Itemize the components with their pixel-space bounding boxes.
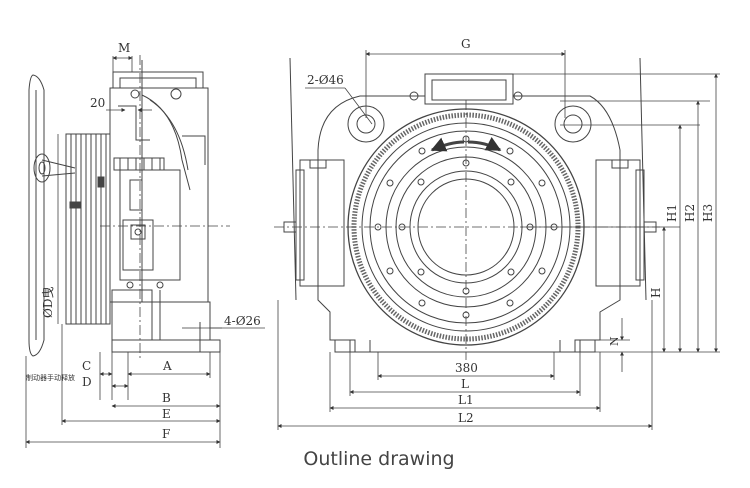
front-dimensions [277, 50, 720, 430]
side-labels: M 20 ØD曳 4-Ø26 C D A B E F 制动器手动释放 [26, 41, 261, 441]
label-holes-front: 2-Ø46 [307, 73, 344, 87]
label-A: A [162, 359, 172, 373]
right-brake [595, 57, 657, 301]
label-od: ØD曳 [41, 287, 55, 318]
front-labels: G 2-Ø46 380 L L1 L2 H H1 H2 H3 N [307, 37, 715, 425]
release-lever [28, 74, 76, 357]
label-B: B [162, 391, 171, 405]
label-L: L [461, 377, 469, 391]
label-E: E [162, 407, 171, 421]
label-M: M [118, 41, 130, 55]
side-dimensions [25, 56, 265, 448]
traction-sheave [65, 133, 111, 325]
motor-body [109, 60, 209, 303]
label-N: N [608, 336, 621, 346]
base-plate [111, 289, 221, 353]
label-H3: H3 [701, 204, 715, 222]
label-G: G [461, 37, 471, 51]
label-L2: L2 [458, 411, 474, 425]
label-holes-side: 4-Ø26 [224, 314, 261, 328]
front-view [274, 57, 660, 360]
label-L1: L1 [458, 393, 474, 407]
label-20: 20 [90, 96, 105, 110]
caption: Outline drawing [303, 448, 455, 470]
label-left-note: 制动器手动释放 [26, 373, 75, 382]
bolt-circle-outer [374, 135, 558, 319]
label-H1: H1 [665, 204, 679, 222]
label-380: 380 [455, 361, 478, 375]
side-view [28, 55, 230, 358]
label-C: C [82, 359, 91, 373]
label-D: D [82, 375, 92, 389]
left-brake [283, 57, 345, 301]
label-H: H [649, 288, 663, 298]
label-F: F [162, 427, 170, 441]
label-H2: H2 [683, 204, 697, 222]
